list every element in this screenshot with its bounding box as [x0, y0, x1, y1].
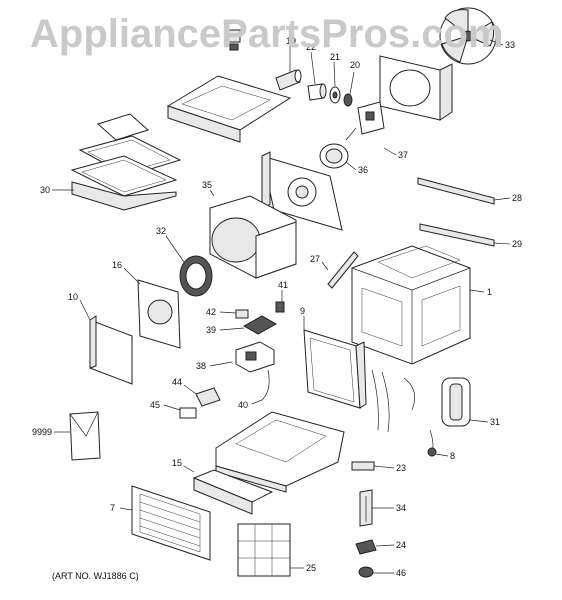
callout-8: 8 — [450, 451, 455, 461]
callout-32: 32 — [156, 226, 166, 236]
callout-21: 21 — [330, 52, 340, 62]
callout-41: 41 — [278, 280, 288, 290]
callout-16: 16 — [112, 260, 122, 270]
callout-7: 7 — [110, 503, 115, 513]
part-19-bushing — [275, 69, 302, 91]
part-32-blower-wheel — [179, 255, 213, 297]
part-9999-manual — [69, 411, 101, 461]
part-10-side-panel — [89, 315, 133, 385]
callout-31: 31 — [490, 417, 500, 427]
part-42-small-part — [235, 309, 249, 319]
callout-9: 9 — [300, 306, 305, 316]
callout-1: 1 — [487, 287, 492, 297]
part-29-rail — [419, 223, 495, 247]
part-9-evaporator-coil — [303, 329, 367, 409]
part-44-small-box — [195, 387, 221, 407]
part-41-small-part — [275, 301, 285, 313]
callout-20: 20 — [350, 60, 360, 70]
callout-9999: 9999 — [32, 427, 52, 437]
callout-44: 44 — [172, 377, 182, 387]
top-cover-plate — [166, 75, 292, 143]
part-38-control-box — [235, 341, 275, 373]
callout-45: 45 — [150, 400, 160, 410]
callout-39: 39 — [206, 325, 216, 335]
part-7-front-grille — [131, 485, 211, 561]
callout-37: 37 — [398, 150, 408, 160]
part-24-small-part — [355, 539, 377, 555]
part-22-sleeve — [307, 83, 327, 101]
callout-42: 42 — [206, 307, 216, 317]
callout-15: 15 — [172, 458, 182, 468]
part-25-air-filter — [237, 523, 291, 577]
part-23-small-part — [351, 461, 375, 471]
part-8-small-part — [427, 447, 437, 457]
part-28-rail — [417, 177, 495, 205]
part-1-cabinet — [351, 245, 471, 365]
callout-25: 25 — [306, 563, 316, 573]
part-34-bracket — [359, 489, 373, 527]
part-40-wire — [261, 369, 270, 401]
callout-35: 35 — [202, 180, 212, 190]
part-16-partition-panel — [137, 279, 181, 349]
part-27-bracket — [327, 251, 359, 289]
callout-28: 28 — [512, 193, 522, 203]
part-15-bracket — [192, 469, 274, 515]
callout-22: 22 — [306, 42, 316, 52]
part-46-small-part — [358, 566, 374, 578]
callout-19: 19 — [286, 36, 296, 46]
part-20-clip — [343, 93, 353, 107]
part-36-fan-motor — [319, 127, 357, 169]
callout-40: 40 — [238, 400, 248, 410]
callout-34: 34 — [396, 503, 406, 513]
callout-23: 23 — [396, 463, 406, 473]
callout-38: 38 — [196, 361, 206, 371]
callout-10: 10 — [68, 292, 78, 302]
callout-46: 46 — [396, 568, 406, 578]
part-33-fan-blade — [439, 7, 497, 65]
callout-27: 27 — [310, 254, 320, 264]
part-31-compressor — [371, 369, 471, 457]
callout-36: 36 — [358, 165, 368, 175]
fan-shroud-panel — [379, 55, 453, 121]
callout-29: 29 — [512, 239, 522, 249]
watermark: AppliancePartsPros.com — [30, 12, 504, 56]
part-21-washer — [329, 86, 341, 104]
part-39-control-board — [242, 315, 278, 335]
callout-33: 33 — [505, 40, 515, 50]
part-45-label — [179, 407, 197, 419]
part-35-blower-housing — [209, 195, 297, 279]
small-top-part — [225, 29, 241, 51]
part-30-filter-assembly — [70, 113, 182, 211]
fan-housing-frame — [261, 151, 343, 231]
callout-30: 30 — [40, 185, 50, 195]
base-pan — [215, 411, 345, 493]
art-number: (ART NO. WJ1886 C) — [52, 571, 139, 581]
callout-24: 24 — [396, 540, 406, 550]
part-37-motor-bracket — [357, 101, 385, 135]
